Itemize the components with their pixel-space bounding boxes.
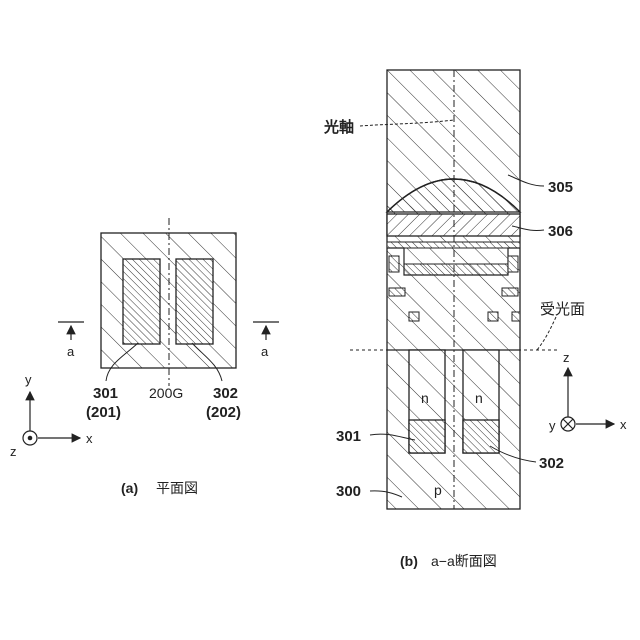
section-mark-left: a <box>58 322 84 359</box>
section-axis-z: z <box>563 350 570 365</box>
label-202-plan: (202) <box>206 404 241 421</box>
label-301-section: 301 <box>336 428 361 445</box>
section-mark-left-label: a <box>67 344 75 359</box>
section-mark-right: a <box>253 322 279 359</box>
plan-axis-x: x <box>86 431 93 446</box>
leader-light-surface <box>537 317 556 350</box>
label-301-plan: 301 <box>93 385 118 402</box>
plan-photodiode-left-fill <box>123 259 160 344</box>
label-306: 306 <box>548 223 573 240</box>
section-mark-right-label: a <box>261 344 269 359</box>
label-302-plan: 302 <box>213 385 238 402</box>
section-view: n n p 光軸 305 306 受光面 301 302 300 z x y <box>323 70 627 569</box>
plan-axes: y x z <box>10 372 93 459</box>
label-300: 300 <box>336 483 361 500</box>
section-axis-y: y <box>549 418 556 433</box>
section-axis-x: x <box>620 417 627 432</box>
label-201-plan: (201) <box>86 404 121 421</box>
label-200g: 200G <box>149 385 183 401</box>
label-305: 305 <box>548 179 573 196</box>
optical-axis-label: 光軸 <box>323 118 354 136</box>
caption-a-text: 平面図 <box>156 480 198 496</box>
plan-view: a a 301 (201) 200G 302 (202) y x z (a) 平… <box>10 218 279 496</box>
plan-photodiode-right-fill <box>176 259 213 344</box>
n-label-right: n <box>475 390 483 406</box>
caption-a-id: (a) <box>121 480 138 496</box>
n-label-left: n <box>421 390 429 406</box>
plan-axis-z: z <box>10 444 17 459</box>
label-302-section: 302 <box>539 455 564 472</box>
section-axes: z x y <box>549 350 627 433</box>
p-label: p <box>434 482 442 498</box>
light-surface-label: 受光面 <box>540 301 585 318</box>
caption-b-id: (b) <box>400 553 418 569</box>
caption-b-text: a−a断面図 <box>431 553 497 569</box>
plan-axis-y: y <box>25 372 32 387</box>
